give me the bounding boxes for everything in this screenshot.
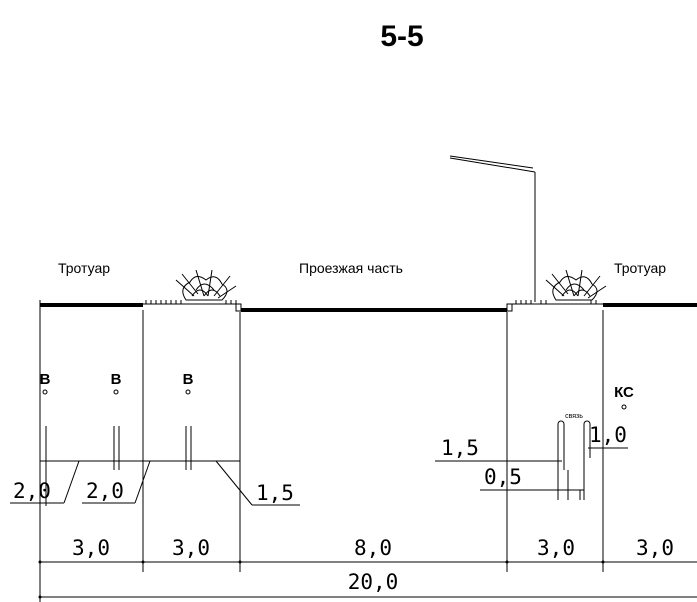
segment-dimension-4: 3,0 [537,536,575,560]
utility-ks-marker [621,404,627,410]
offset-left-3: 1,5 [256,481,294,505]
sidewalk-right-label: Тротуар [614,260,666,276]
section-title: 5-5 [380,20,423,53]
utility-v-marker-2 [113,389,119,395]
roadway-label: Проезжая часть [299,260,403,276]
offset-left-2: 2,0 [86,479,124,503]
segment-dimension-2: 3,0 [172,536,210,560]
zone-boundaries [39,300,604,602]
segment-dimension-3: 8,0 [354,536,392,560]
sidewalk-left-label: Тротуар [58,260,110,276]
offset-right-1: 1,5 [441,436,479,460]
utility-v-label-3: В [183,371,194,388]
utility-v-label-1: В [40,371,51,388]
segment-ticks [38,560,605,599]
offset-right-2: 0,5 [484,465,522,489]
street-lamp [449,155,536,302]
offset-left-1: 2,0 [13,479,51,503]
utility-link-label: связь [565,413,583,420]
shrub-left-icon [175,269,237,301]
utility-v-marker-3 [185,389,191,395]
offset-right-3: 1,0 [589,423,627,447]
utility-ks-label: КС [614,384,634,401]
total-dimension: 20,0 [348,570,399,594]
utility-v-marker-1 [42,389,48,395]
offset-leaders [10,447,628,506]
pipe-markers [45,420,591,506]
segment-dimension-1: 3,0 [72,536,110,560]
surface-profile [40,300,697,312]
utility-v-label-2: В [111,371,122,388]
shrub-right-icon [545,269,607,301]
segment-dimension-5: 3,0 [636,536,674,560]
segment-dimension-line [40,561,697,598]
